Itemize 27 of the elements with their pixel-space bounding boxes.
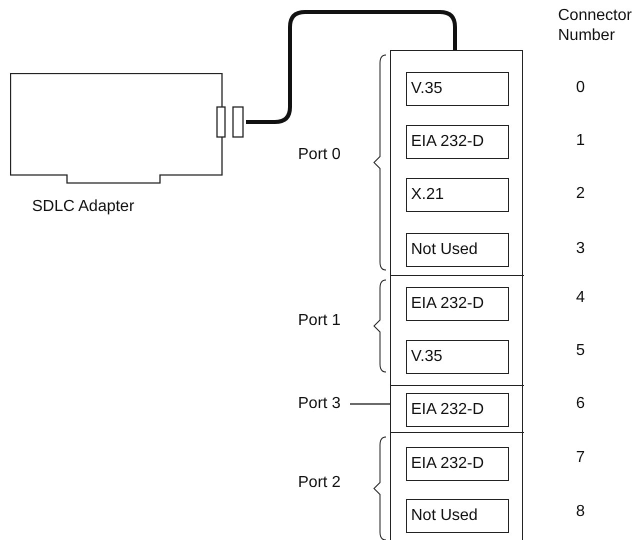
connector-box xyxy=(390,50,523,540)
connector-number: 5 xyxy=(576,341,585,361)
adapter-label: SDLC Adapter xyxy=(32,197,134,217)
connector-type-box: EIA 232-D xyxy=(406,125,509,159)
connector-number: 7 xyxy=(576,448,585,468)
connector-type-box: EIA 232-D xyxy=(406,393,509,427)
connector-number: 4 xyxy=(576,288,585,308)
port-label: Port 2 xyxy=(298,473,341,493)
cable xyxy=(246,10,457,124)
port-label: Port 3 xyxy=(298,394,350,414)
connector-type-box: Not Used xyxy=(406,233,509,267)
port-label: Port 0 xyxy=(298,145,341,165)
column-heading: Connector Number xyxy=(558,6,632,46)
connector-type-box: EIA 232-D xyxy=(406,287,509,321)
connector-type-box: V.35 xyxy=(406,340,509,374)
connector-type-box: EIA 232-D xyxy=(406,447,509,481)
connector-number: 2 xyxy=(576,184,585,204)
port-label: Port 1 xyxy=(298,311,341,331)
connector-number: 1 xyxy=(576,131,585,151)
connector-number: 6 xyxy=(576,394,585,414)
connector-number: 0 xyxy=(576,78,585,98)
connector-type-box: Not Used xyxy=(406,499,509,533)
connector-number: 3 xyxy=(576,239,585,259)
connector-number: 8 xyxy=(576,502,585,522)
connector-type-box: V.35 xyxy=(406,72,509,106)
leader-line xyxy=(350,403,390,405)
connector-type-box: X.21 xyxy=(406,178,509,212)
